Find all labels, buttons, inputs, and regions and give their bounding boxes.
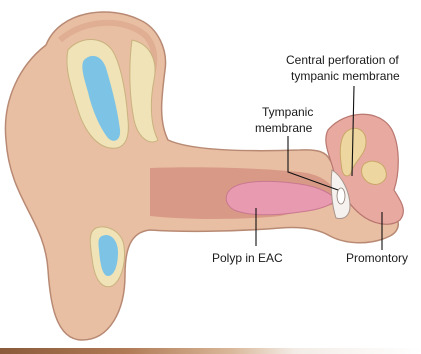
photo-strip	[0, 348, 421, 354]
label-central-perforation-1: Central perforation of	[286, 53, 399, 67]
label-tympanic-1: Tympanic	[262, 105, 313, 119]
label-central-perforation-2: tympanic membrane	[291, 69, 400, 83]
label-tympanic-2: membrane	[255, 121, 313, 135]
label-polyp: Polyp in EAC	[212, 251, 283, 265]
perforation	[337, 188, 345, 204]
label-promontory: Promontory	[346, 251, 408, 265]
